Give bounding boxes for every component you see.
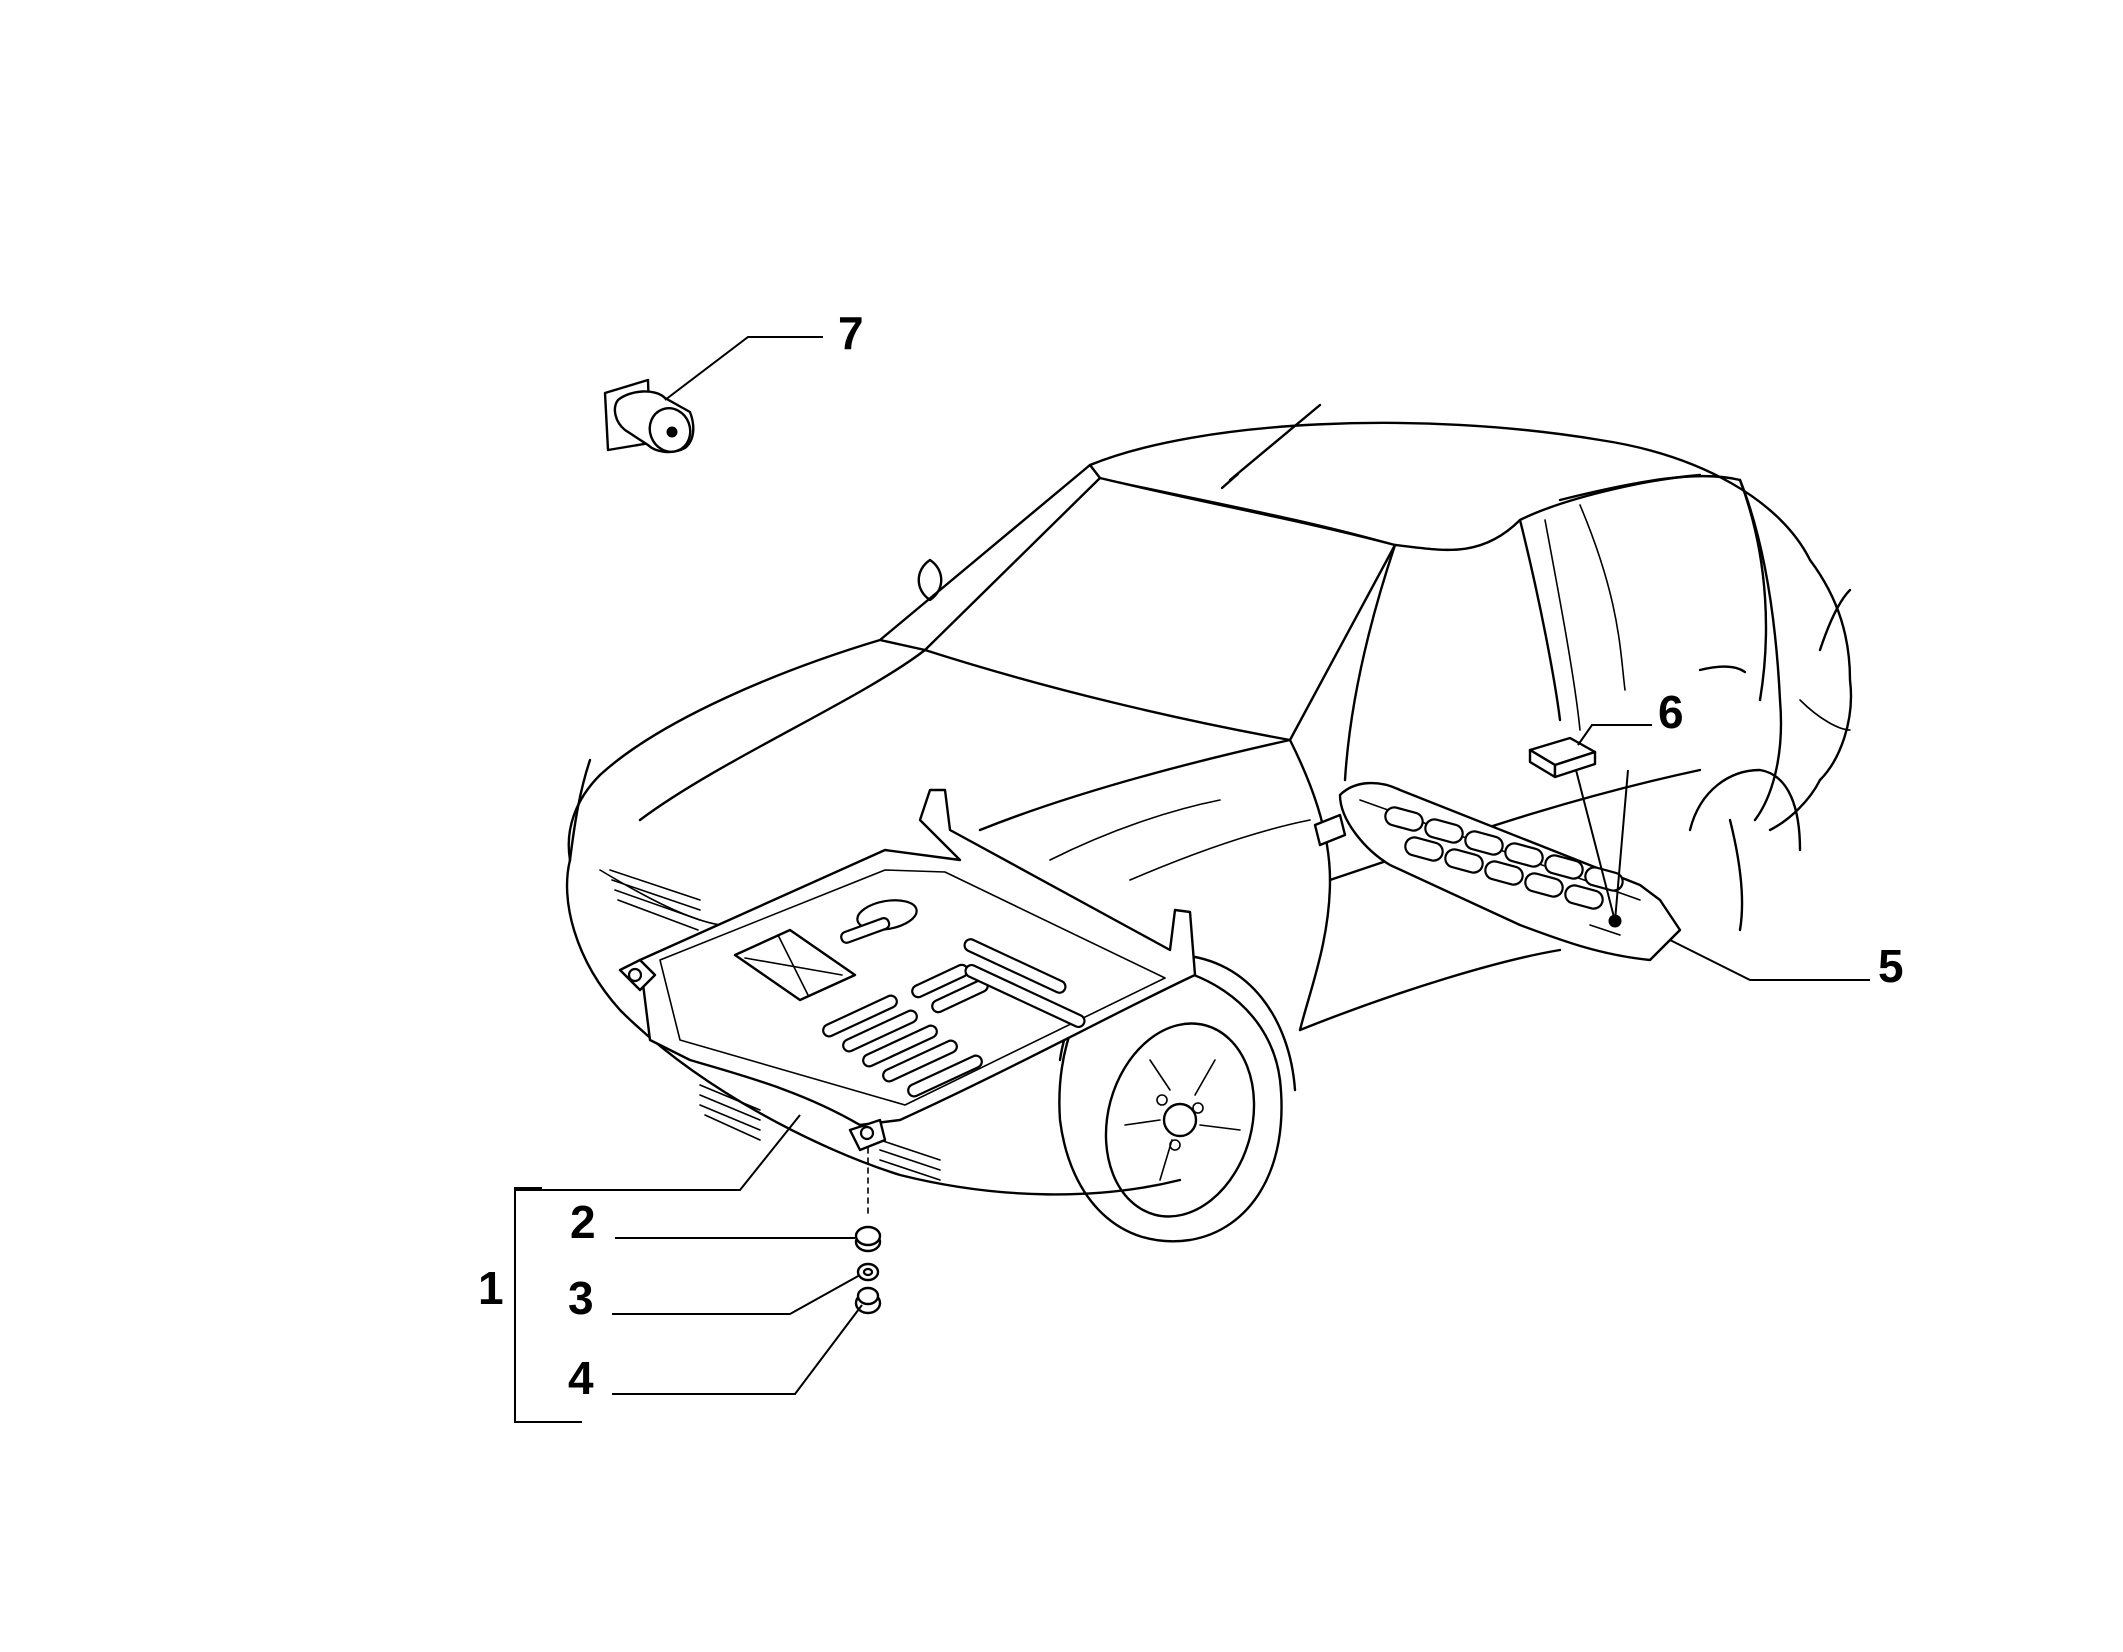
- undertray-slots: [822, 917, 1086, 1098]
- rubber-buffer-part: [603, 378, 695, 454]
- callout-2: 2: [570, 1196, 596, 1248]
- leader-lines: [514, 336, 1870, 1423]
- front-wheel: [1058, 963, 1283, 1243]
- front-grille: [609, 869, 701, 931]
- callout-3: 3: [568, 1272, 594, 1324]
- callout-5: 5: [1878, 940, 1904, 992]
- nut-part-2: [854, 1225, 882, 1253]
- pad-part: [1528, 736, 1597, 779]
- lower-intake: [699, 1084, 941, 1181]
- callout-1: 1: [478, 1262, 504, 1314]
- callout-6: 6: [1658, 686, 1684, 738]
- callout-7: 7: [838, 307, 864, 359]
- engine-undertray-part: [618, 788, 1197, 1152]
- washer-part-3: [856, 1262, 880, 1282]
- fastener-stack: [854, 1147, 882, 1315]
- car-body-illustration: [565, 403, 1853, 1243]
- screw-part-4: [854, 1286, 882, 1315]
- callout-labels: 7 6 5 1 2 3 4: [478, 307, 1904, 1404]
- callout-4: 4: [568, 1352, 594, 1404]
